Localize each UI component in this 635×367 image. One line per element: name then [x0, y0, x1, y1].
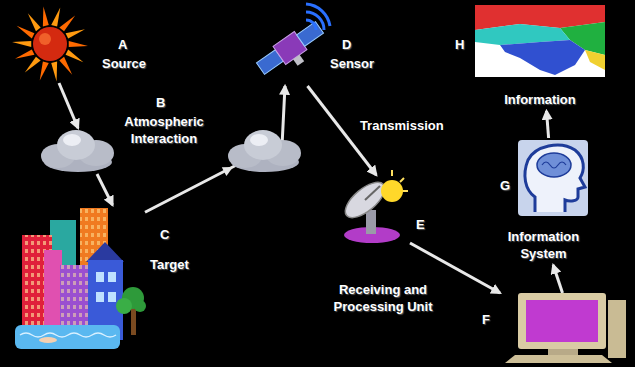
- computer-icon: [505, 293, 626, 363]
- stage-node: BAtmospheric Interaction: [40, 128, 116, 174]
- flow-arrow: [145, 86, 285, 212]
- sun-icon: [69, 41, 88, 47]
- stage-letter: F: [482, 311, 490, 328]
- flow-arrow: [59, 83, 78, 128]
- stage-node: DSensor: [255, 8, 330, 86]
- sun-icon: [15, 49, 34, 58]
- sun-icon: [33, 27, 67, 61]
- stage-label: Information: [475, 91, 605, 108]
- city-target-icon: [108, 292, 116, 302]
- edge-label: Transmission: [358, 117, 446, 134]
- sun-icon: [12, 7, 88, 82]
- sun-icon: [17, 26, 35, 39]
- map-icon: [475, 5, 605, 77]
- receiving-dish-icon: [391, 170, 393, 176]
- stage-letter: D: [342, 36, 351, 53]
- stage-letter: G: [500, 177, 510, 194]
- sun-icon: [12, 41, 31, 47]
- satellite-icon: [297, 22, 324, 47]
- receiving-dish-icon: [340, 170, 408, 243]
- stage-letter: H: [455, 36, 464, 53]
- computer-icon: [548, 349, 578, 355]
- stage-letter: A: [118, 36, 127, 53]
- city-target-icon: [96, 272, 104, 282]
- receiving-dish-icon: [381, 180, 403, 202]
- information-system-icon: [537, 153, 571, 177]
- cloud-icon: [244, 130, 282, 160]
- sun-icon: [66, 49, 84, 62]
- city-target-icon: [15, 208, 146, 349]
- stage-node: CTarget: [15, 205, 145, 350]
- information-system-icon: [518, 140, 588, 216]
- city-target-icon: [20, 333, 116, 337]
- cloud-icon: [250, 134, 268, 146]
- cloud-icon: [228, 130, 301, 172]
- satellite-icon: [293, 55, 304, 66]
- city-target-icon: [108, 272, 116, 282]
- flow-arrow: [553, 265, 562, 293]
- receiving-dish-icon: [366, 210, 376, 234]
- sun-icon: [39, 33, 51, 45]
- map-icon: [585, 50, 605, 70]
- city-target-icon: [15, 325, 120, 349]
- city-target-icon: [134, 300, 146, 312]
- city-target-icon: [86, 242, 124, 262]
- sun-icon: [59, 57, 72, 75]
- sun-icon: [66, 29, 85, 38]
- stage-label: Atmospheric Interaction: [118, 113, 210, 147]
- stage-label: Sensor: [330, 55, 374, 72]
- arrow-head: [222, 167, 233, 176]
- stage-label: Information System: [495, 228, 592, 262]
- satellite-icon: [306, 20, 316, 30]
- sun-icon: [25, 57, 41, 73]
- information-system-icon: [542, 162, 566, 168]
- city-target-icon: [96, 292, 104, 302]
- sun-icon: [51, 7, 60, 26]
- stage-node: G Information System: [498, 138, 590, 265]
- sun-icon: [51, 62, 57, 82]
- satellite-icon: [254, 4, 330, 84]
- computer-icon: [505, 355, 612, 363]
- stage-node: ASource: [8, 5, 93, 83]
- stage-label: Target: [150, 256, 189, 273]
- map-icon: [500, 40, 585, 75]
- sun-icon: [28, 13, 41, 31]
- sun-icon: [40, 62, 49, 81]
- receiving-dish-icon: [400, 178, 404, 182]
- stage-letter: B: [156, 94, 165, 111]
- information-system-icon: [518, 140, 588, 216]
- receiving-dish-icon: [365, 186, 380, 200]
- cloud-icon: [63, 134, 81, 146]
- computer-icon: [526, 300, 598, 342]
- satellite-icon: [254, 18, 330, 84]
- stage-node: HInformation: [475, 5, 605, 111]
- city-target-icon: [116, 298, 132, 314]
- cloud-icon: [57, 130, 95, 160]
- stage-letter: E: [416, 216, 425, 233]
- flow-arrow: [97, 174, 113, 205]
- cloud-icon: [41, 130, 114, 172]
- stage-letter: C: [160, 226, 169, 243]
- flow-arrow: [547, 111, 549, 138]
- computer-icon: [518, 293, 606, 349]
- stage-label: Source: [102, 55, 146, 72]
- sun-icon: [59, 16, 75, 32]
- stage-node: F: [500, 293, 625, 363]
- stage-label: Receiving and Processing Unit: [318, 281, 448, 315]
- map-icon: [475, 5, 605, 77]
- city-target-icon: [39, 337, 57, 343]
- satellite-icon: [306, 12, 324, 30]
- receiving-dish-icon: [340, 176, 391, 224]
- sun-icon: [43, 7, 49, 27]
- stage-node: EReceiving and Processing Unit: [335, 175, 410, 243]
- satellite-icon: [306, 4, 330, 26]
- sun-icon: [12, 7, 88, 82]
- city-target-icon: [44, 250, 62, 330]
- information-system-icon: [525, 145, 585, 212]
- computer-icon: [608, 300, 626, 358]
